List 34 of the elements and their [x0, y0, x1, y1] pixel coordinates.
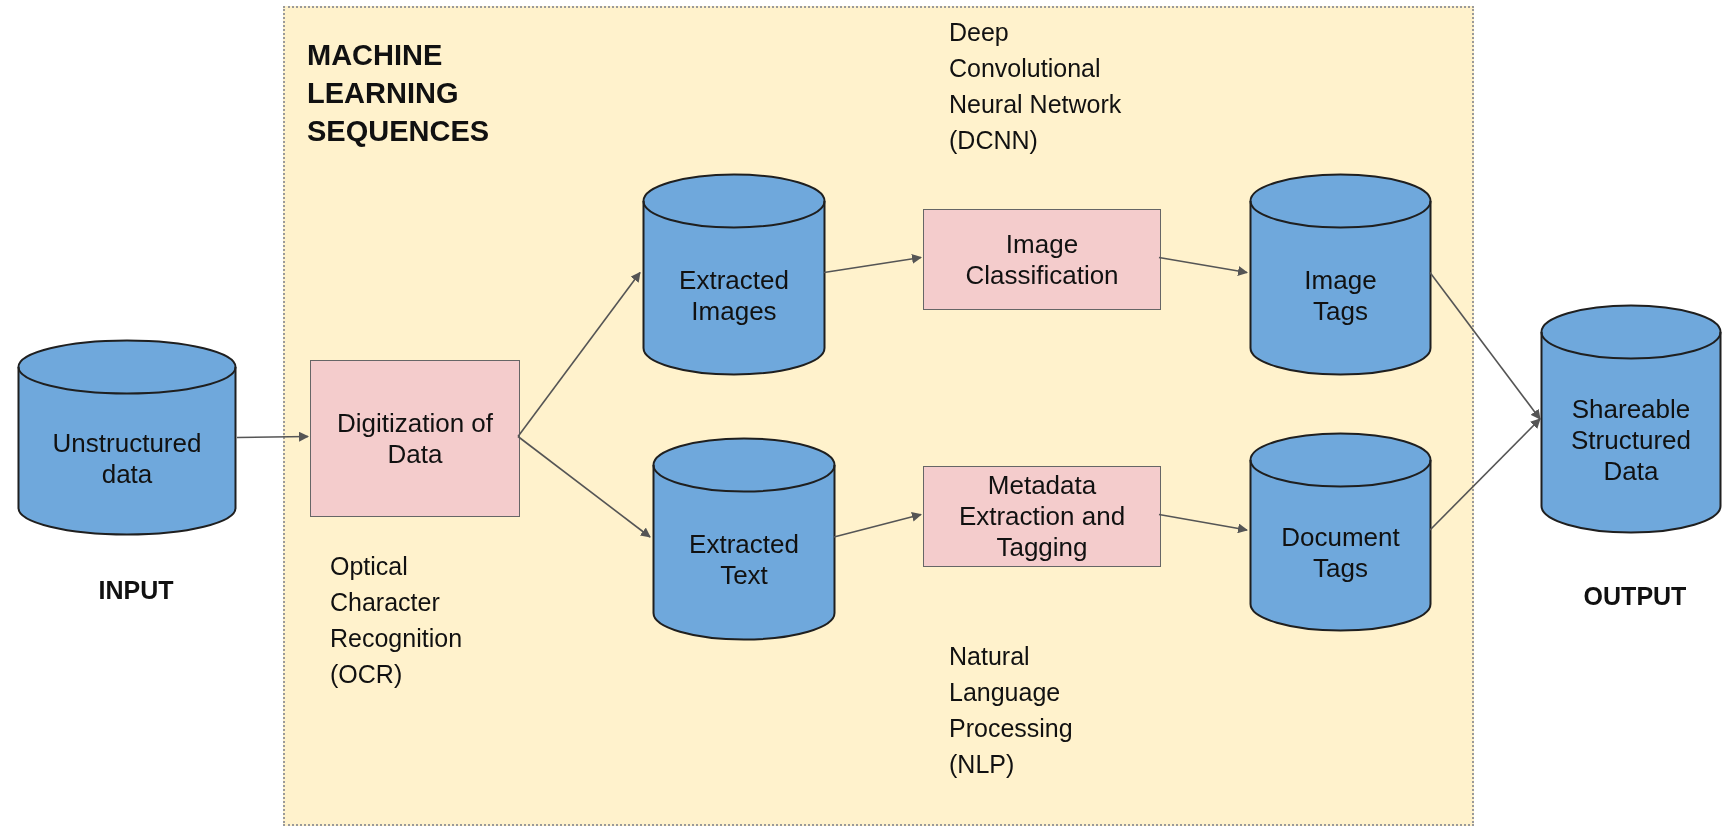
database-cylinder: [652, 437, 836, 641]
arrow: [1429, 418, 1541, 531]
database-cylinder: [642, 173, 826, 376]
arrow: [823, 253, 922, 274]
arrow: [1158, 513, 1248, 534]
node-label: Digitization of Data: [335, 407, 495, 470]
node-label: Extracted Text: [688, 529, 800, 591]
annotation-text: Optical Character Recognition (OCR): [330, 551, 464, 690]
database-cylinder: [1540, 304, 1722, 534]
node-label: Shareable Structured Data: [1570, 393, 1692, 487]
process-box: [923, 466, 1161, 567]
node-label: Image Tags: [1303, 264, 1378, 327]
database-cylinder: [17, 339, 237, 536]
annotation-text: OUTPUT: [1582, 581, 1688, 612]
process-box: [310, 360, 520, 517]
node-label: Document Tags: [1280, 522, 1401, 584]
arrow: [236, 431, 309, 442]
process-box: [923, 209, 1161, 310]
arrow: [517, 271, 641, 438]
node-label: Unstructured data: [51, 427, 203, 490]
node-label: Image Classification: [964, 228, 1120, 291]
node-label: Extracted Images: [678, 264, 790, 327]
panel-heading: MACHINE LEARNING SEQUENCES: [307, 38, 491, 149]
node-label: Metadata Extraction and Tagging: [957, 470, 1127, 563]
annotation-text: Deep Convolutional Neural Network (DCNN): [949, 17, 1123, 156]
annotation-text: INPUT: [97, 575, 175, 606]
arrow: [1429, 271, 1541, 420]
annotation-text: Natural Language Processing (NLP): [949, 641, 1074, 780]
database-cylinder: [1249, 432, 1432, 632]
group-panel: [283, 6, 1474, 826]
arrow: [1158, 256, 1248, 276]
database-cylinder: [1249, 173, 1432, 376]
arrow: [517, 435, 651, 538]
arrow: [833, 511, 922, 538]
